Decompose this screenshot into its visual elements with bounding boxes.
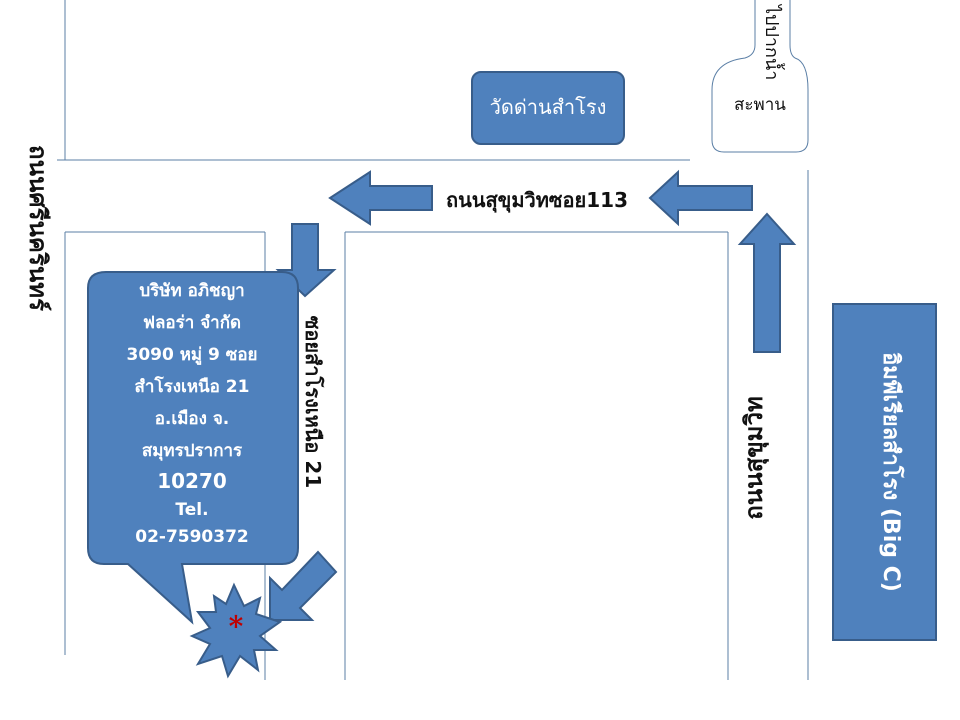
arrow-down-left-icon xyxy=(269,550,338,621)
company-address-line: บริษัท อภิชญา xyxy=(139,281,244,301)
location-starburst-icon xyxy=(189,582,283,679)
company-address-line: สำโรงเหนือ 21 xyxy=(135,376,250,397)
company-address-line: Tel. xyxy=(175,500,208,520)
mall-label: อิมพีเรียลสำโรง (Big C) xyxy=(878,352,905,592)
road-label-soi21: ซอยสำโรงเหนือ 21 xyxy=(301,316,325,489)
bridge-outline xyxy=(711,0,809,153)
temple-label: วัดด่านสำโรง xyxy=(490,95,607,119)
temple-box xyxy=(471,71,625,145)
company-address-line: ฟลอร่า จำกัด xyxy=(143,313,241,333)
company-address-line: 3090 หมู่ 9 ซอย xyxy=(126,345,257,366)
road-label-soi113: ถนนสุขุมวิทซอย113 xyxy=(446,188,628,213)
arrow-left-icon xyxy=(328,170,433,226)
mall-box xyxy=(832,303,937,641)
road-label-srinagarindra: ถนนศรีนครินทร์ xyxy=(24,145,52,311)
location-marker: * xyxy=(229,610,244,643)
company-address-line: สมุทรปราการ xyxy=(142,441,243,461)
company-address-line: 10270 xyxy=(157,469,227,493)
road-label-sukhumvit: ถนนสุขุมวิท xyxy=(740,396,770,520)
arrow-left-icon xyxy=(648,169,753,227)
company-address-line: อ.เมือง จ. xyxy=(155,408,230,429)
company-address-line: 02-7590372 xyxy=(135,527,249,547)
bridge-label-pak-nam: ไปปากน้ำ xyxy=(761,3,785,80)
company-callout xyxy=(87,271,299,625)
bridge-label-saphan: สะพาน xyxy=(734,95,786,115)
arrow-up-icon xyxy=(737,212,797,353)
direction-arrows xyxy=(269,169,797,621)
